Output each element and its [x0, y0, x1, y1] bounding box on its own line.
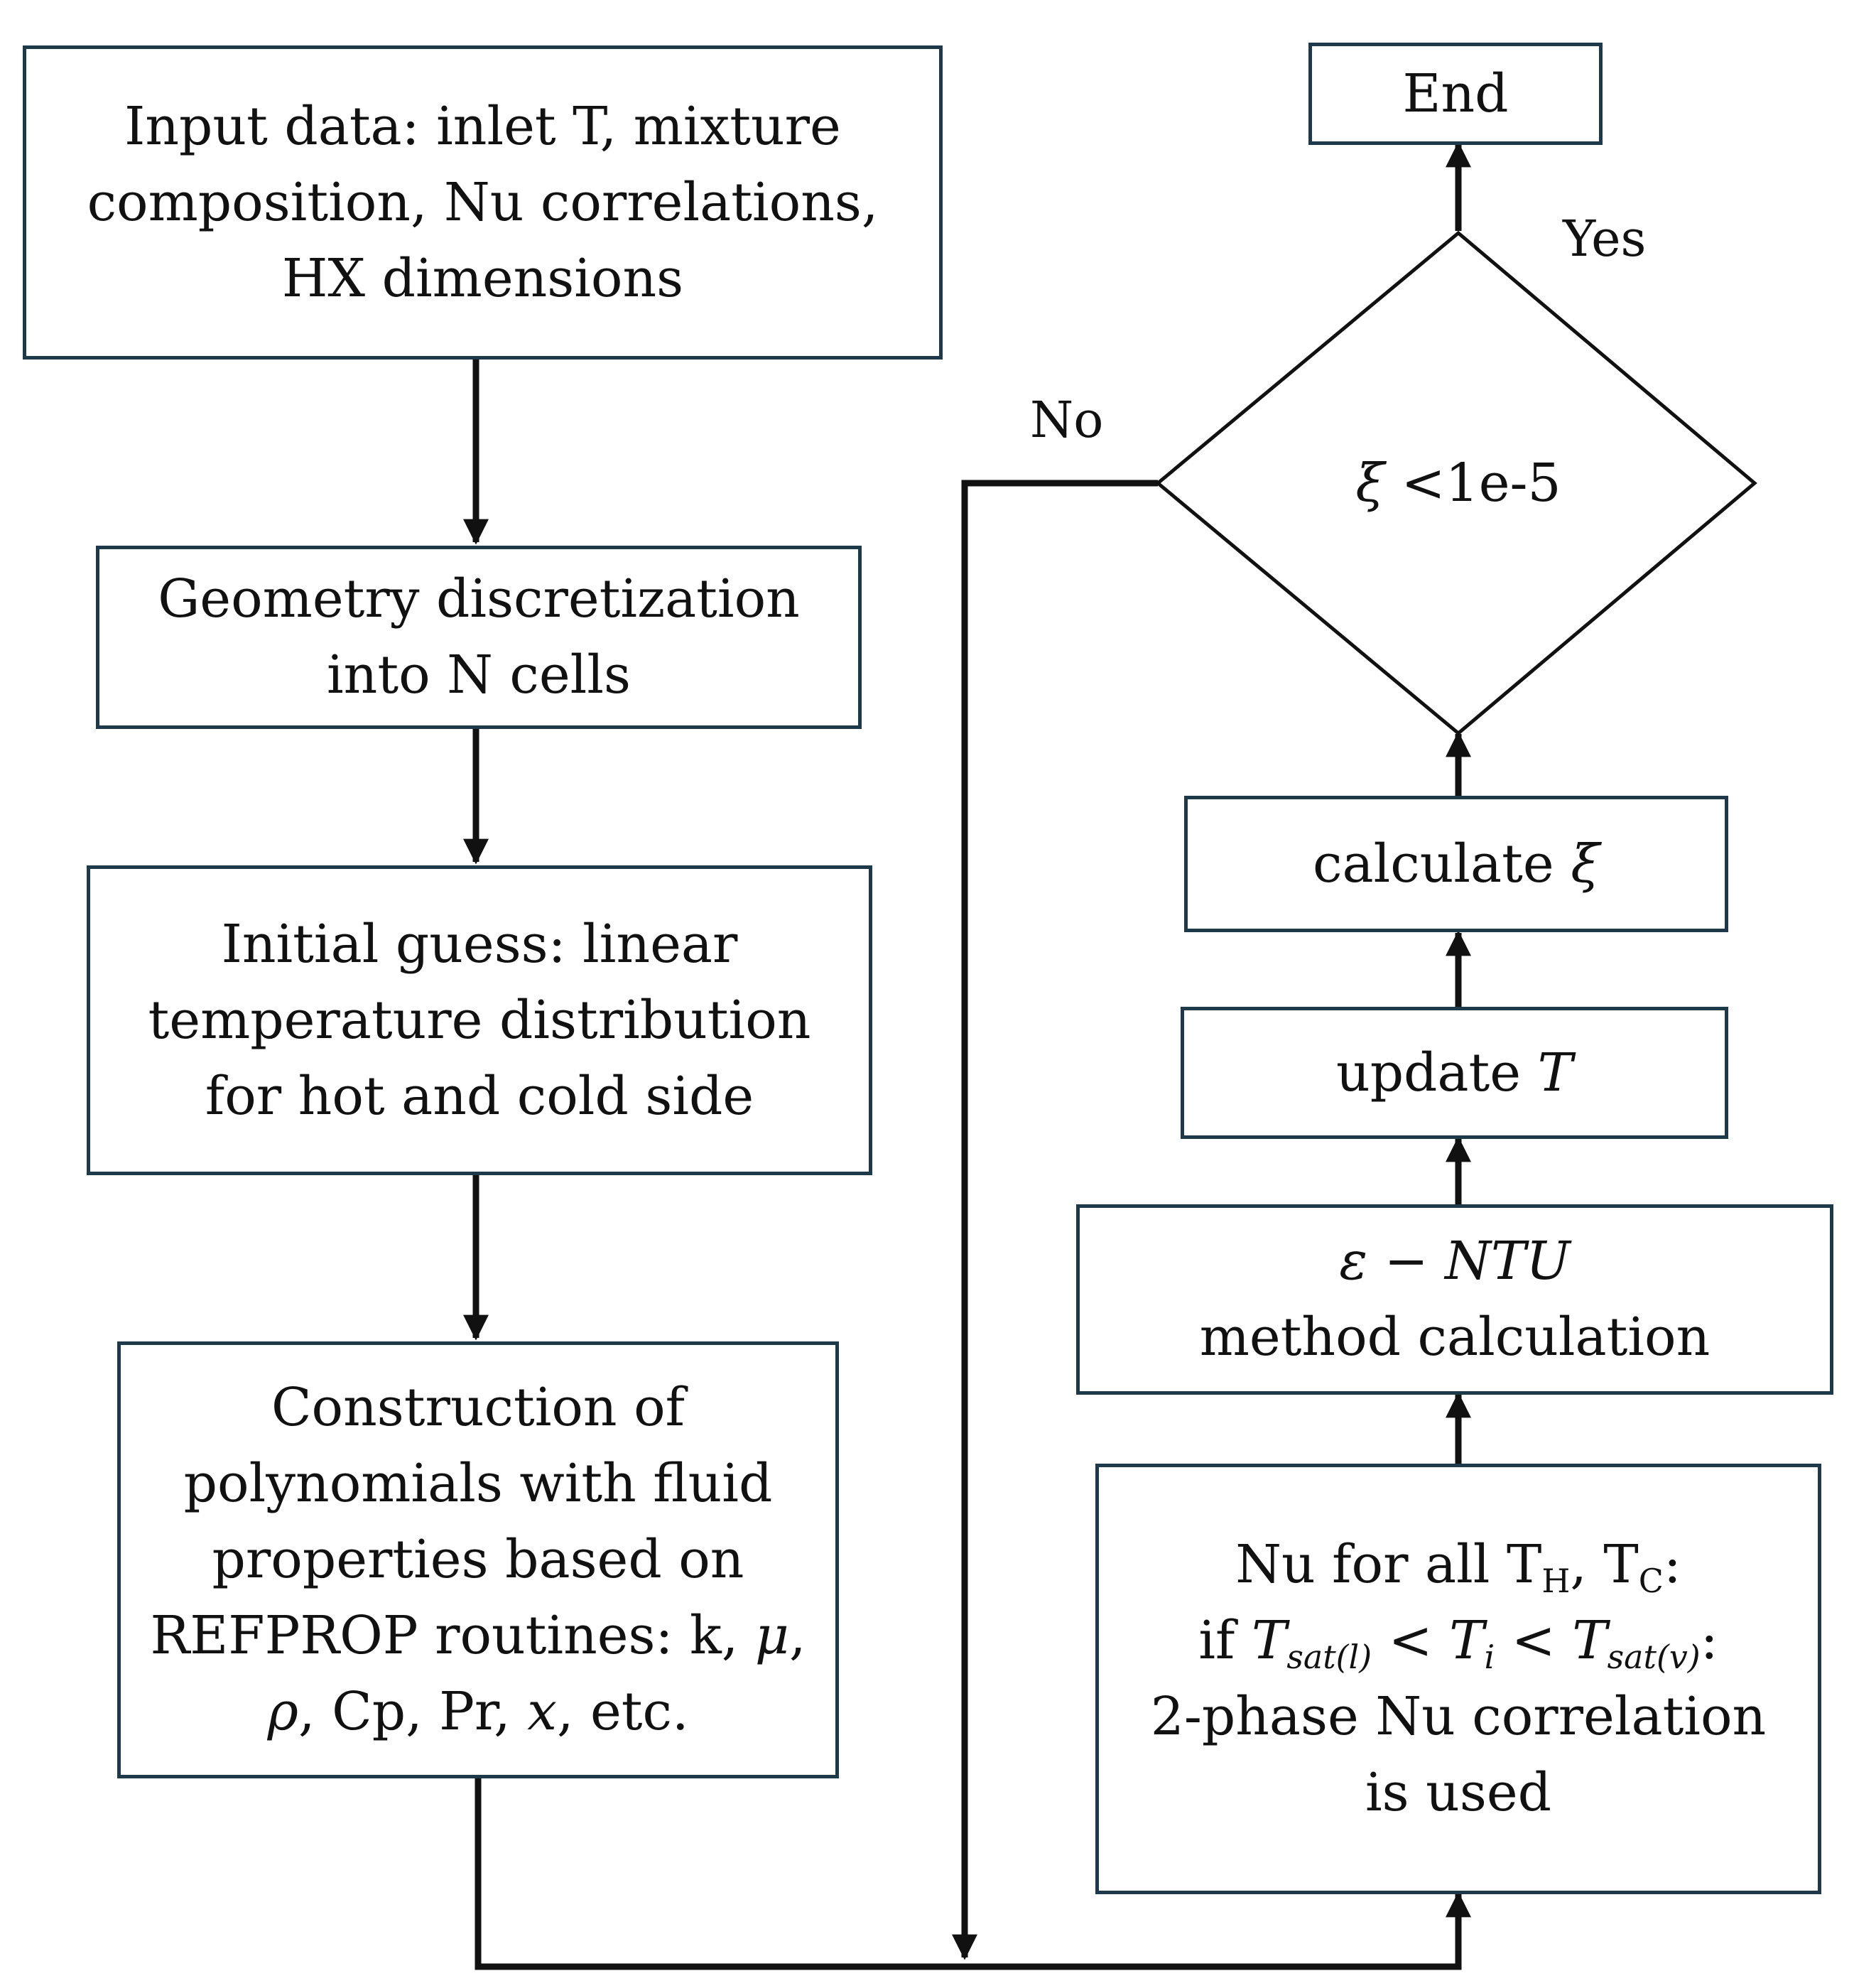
poly-line-5: ρ, Cp, Pr, x, etc.	[268, 1674, 689, 1750]
sub-sat-v: sat(v)	[1607, 1637, 1701, 1676]
nu-line-1-colon: :	[1663, 1534, 1681, 1595]
end-label: End	[1402, 63, 1509, 124]
xi-symbol-decision: ξ	[1355, 453, 1385, 514]
update-text: update	[1336, 1042, 1538, 1103]
guess-line-2: temperature distribution	[148, 989, 811, 1051]
update-t-box: update T	[1181, 1007, 1728, 1139]
decision-diamond	[1155, 230, 1757, 736]
nu-line-4: is used	[1365, 1762, 1551, 1823]
calc-xi-line: calculate ξ	[1313, 826, 1600, 902]
rho-symbol: ρ	[267, 1681, 299, 1742]
input-line-3: HX dimensions	[281, 247, 684, 309]
guess-line-3: for hot and cold side	[205, 1065, 754, 1127]
guess-line-1: Initial guess: linear	[221, 913, 738, 975]
poly-line-3: properties based on	[212, 1529, 744, 1590]
sub-sat-l: sat(l)	[1286, 1637, 1372, 1676]
t-sat-v: T	[1572, 1610, 1608, 1671]
sub-c: C	[1638, 1561, 1664, 1600]
initial-guess-box: Initial guess: linear temperature distri…	[87, 865, 872, 1175]
poly-line-4-text: REFPROP routines: k,	[150, 1605, 755, 1666]
xi-symbol-calc: ξ	[1571, 833, 1600, 895]
sub-h: H	[1541, 1561, 1571, 1600]
lt-1: <	[1372, 1610, 1450, 1671]
sub-i: i	[1484, 1637, 1495, 1676]
no-label: No	[1030, 391, 1104, 449]
x-symbol: x	[527, 1681, 557, 1742]
entu-line-2: method calculation	[1199, 1307, 1711, 1368]
t-i: T	[1449, 1610, 1485, 1671]
if-text: if	[1198, 1610, 1252, 1671]
nu-line-2-colon: :	[1700, 1610, 1718, 1671]
nu-correlation-box: Nu for all TH, TC: if Tsat(l) < Ti < Tsa…	[1095, 1464, 1821, 1894]
t-sat-l: T	[1251, 1610, 1287, 1671]
nu-line-3: 2-phase Nu correlation	[1150, 1686, 1767, 1747]
end-box: End	[1308, 43, 1603, 145]
t-symbol-update: T	[1537, 1042, 1573, 1103]
connector-polynomials-to-nu	[475, 1778, 1471, 1970]
poly-line-5-text: , Cp, Pr,	[298, 1681, 528, 1742]
poly-line-2: polynomials with fluid	[183, 1453, 773, 1514]
discretization-line-1: Geometry discretization	[158, 568, 800, 630]
input-line-2: composition, Nu correlations,	[87, 171, 879, 233]
discretization-line-2: into N cells	[327, 644, 631, 706]
entu-formula: ε − NTU	[1339, 1231, 1571, 1292]
update-t-line: update T	[1336, 1035, 1573, 1111]
calculate-xi-box: calculate ξ	[1184, 796, 1728, 932]
decision-threshold: <1e-5	[1384, 453, 1561, 514]
geometry-discretization-box: Geometry discretization into N cells	[96, 546, 862, 729]
nu-line-1-text: Nu for all T	[1235, 1534, 1542, 1595]
input-line-1: Input data: inlet T, mixture	[124, 95, 841, 157]
decision-condition: ξ <1e-5	[1272, 448, 1645, 519]
nu-line-1-sep: , T	[1570, 1534, 1639, 1595]
polynomials-box: Construction of polynomials with fluid p…	[117, 1341, 839, 1778]
calc-xi-text: calculate	[1313, 833, 1571, 895]
poly-line-4: REFPROP routines: k, μ,	[151, 1598, 806, 1674]
nu-line-1: Nu for all TH, TC:	[1235, 1527, 1681, 1603]
connector-no-loop	[952, 480, 1158, 1960]
mu-symbol: μ	[754, 1605, 789, 1666]
poly-line-4-comma: ,	[788, 1605, 806, 1666]
poly-line-1: Construction of	[271, 1377, 685, 1438]
entu-method-box: ε − NTU method calculation	[1076, 1204, 1833, 1395]
nu-line-2: if Tsat(l) < Ti < Tsat(v):	[1198, 1603, 1718, 1679]
poly-line-5-etc: , etc.	[556, 1681, 689, 1742]
lt-2: <	[1495, 1610, 1573, 1671]
yes-label: Yes	[1563, 210, 1647, 268]
input-data-box: Input data: inlet T, mixture composition…	[23, 45, 943, 360]
